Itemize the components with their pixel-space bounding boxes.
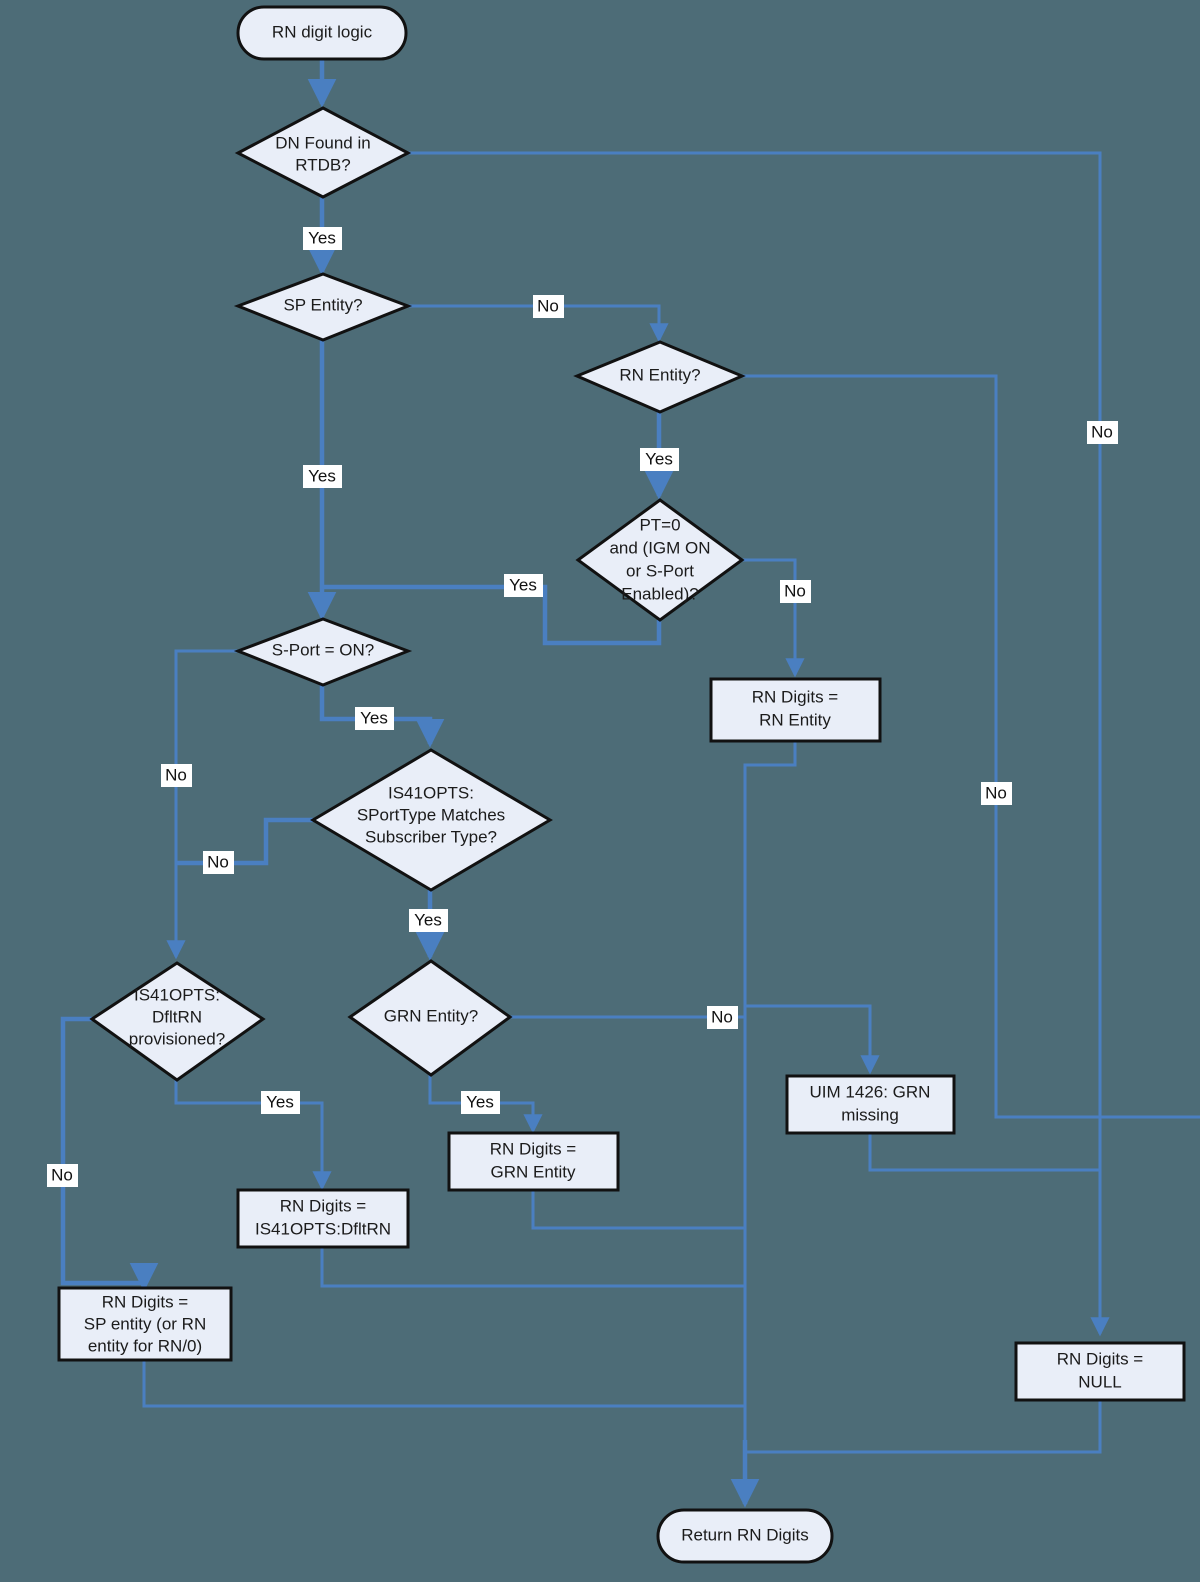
node-rn-digits-rn-entity[interactable]: RN Digits = RN Entity xyxy=(709,677,882,743)
node-rn-digits-null-line-0: RN Digits = xyxy=(1057,1349,1144,1368)
node-rn-digits-grn-entity-line-1: GRN Entity xyxy=(490,1162,576,1181)
edge-rn-entity-no xyxy=(742,374,1200,1119)
edge-label-rn-entity-no: No xyxy=(981,782,1012,805)
edge-label-pt-zero-no: No xyxy=(780,580,811,603)
node-rn-digits-dfltrn-line-0: RN Digits = xyxy=(280,1196,367,1215)
node-start[interactable]: RN digit logic xyxy=(236,5,408,61)
node-sporttype-match-line-2: Subscriber Type? xyxy=(365,827,497,846)
node-grn-entity-line-0: GRN Entity? xyxy=(384,1006,478,1025)
edge-label-pt-zero-no-text: No xyxy=(784,581,806,600)
edge-dfltrn-no xyxy=(60,1016,159,1292)
edge-label-sp-entity-no-text: No xyxy=(537,296,559,315)
node-uim-1426-line-1: missing xyxy=(841,1105,899,1124)
edge-rn-digits-sp-entity-out xyxy=(142,1360,745,1408)
edge-label-sp-entity-yes: Yes xyxy=(303,465,342,488)
edge-label-sport-on-no: No xyxy=(161,764,192,787)
node-sp-entity-line-0: SP Entity? xyxy=(283,295,362,314)
node-rn-digits-dfltrn[interactable]: RN Digits = IS41OPTS:DfltRN xyxy=(236,1188,410,1249)
node-rn-digits-grn-entity-line-0: RN Digits = xyxy=(490,1139,577,1158)
edge-label-grn-no-text: No xyxy=(711,1007,733,1026)
node-rn-digits-sp-entity-line-0: RN Digits = xyxy=(102,1292,189,1311)
node-grn-entity[interactable]: GRN Entity? xyxy=(347,959,513,1077)
edge-label-dn-found-no-text: No xyxy=(1091,422,1113,441)
node-rn-entity-line-0: RN Entity? xyxy=(619,365,700,384)
node-rn-digits-dfltrn-line-1: IS41OPTS:DfltRN xyxy=(255,1219,391,1238)
node-pt-zero-line-1: and (IGM ON xyxy=(609,538,710,557)
edge-label-pt-zero-yes-text: Yes xyxy=(509,575,537,594)
node-rn-digits-sp-entity-line-1: SP entity (or RN xyxy=(84,1314,207,1333)
node-dn-found-line-0: DN Found in xyxy=(275,133,370,152)
node-rn-digits-rn-entity-line-1: RN Entity xyxy=(759,710,831,729)
node-end[interactable]: Return RN Digits xyxy=(656,1508,834,1564)
edge-label-sport-on-yes: Yes xyxy=(355,707,394,730)
node-sporttype-match-line-0: IS41OPTS: xyxy=(388,783,474,802)
node-sp-entity[interactable]: SP Entity? xyxy=(233,272,413,342)
node-sport-on-line-0: S-Port = ON? xyxy=(272,640,375,659)
edge-rn-digits-null-out xyxy=(745,1400,1102,1454)
edge-pt-zero-no xyxy=(742,558,805,678)
node-rn-digits-rn-entity-line-0: RN Digits = xyxy=(752,687,839,706)
node-dfltrn-provisioned-line-1: DfltRN xyxy=(152,1007,202,1026)
node-sporttype-match-line-1: SPortType Matches xyxy=(357,805,505,824)
edge-label-rn-entity-yes-text: Yes xyxy=(645,449,673,468)
edge-rn-digits-dfltrn-out xyxy=(320,1247,745,1288)
edge-label-rn-entity-yes: Yes xyxy=(640,448,679,471)
node-dn-found-line-1: RTDB? xyxy=(295,155,350,174)
node-rn-entity[interactable]: RN Entity? xyxy=(573,340,746,414)
node-pt-zero-line-2: or S-Port xyxy=(626,561,694,580)
edge-label-grn-yes-text: Yes xyxy=(466,1092,494,1111)
edge-pt-zero-yes xyxy=(322,584,662,646)
edge-label-sporttype-no-text: No xyxy=(207,852,229,871)
node-dfltrn-provisioned-line-2: provisioned? xyxy=(129,1029,225,1048)
node-sport-on[interactable]: S-Port = ON? xyxy=(233,617,413,687)
node-end-line-0: Return RN Digits xyxy=(681,1525,809,1544)
edge-rn-digits-rn-entity-out xyxy=(743,741,797,1452)
edge-dfltrn-yes xyxy=(174,1080,332,1191)
edge-label-grn-no: No xyxy=(707,1006,738,1029)
node-uim-1426-line-0: UIM 1426: GRN xyxy=(810,1082,931,1101)
node-rn-digits-grn-entity[interactable]: RN Digits = GRN Entity xyxy=(447,1131,620,1192)
node-pt-zero-line-3: Enabled)? xyxy=(621,584,699,603)
edge-sp-entity-no xyxy=(408,304,669,343)
edge-label-dfltrn-yes: Yes xyxy=(261,1091,300,1114)
edge-label-rn-entity-no-text: No xyxy=(985,783,1007,802)
edge-label-sp-entity-no: No xyxy=(533,295,564,318)
edge-label-sport-on-yes-text: Yes xyxy=(360,708,388,727)
node-rn-digits-null-line-1: NULL xyxy=(1078,1372,1121,1391)
edge-rn-digits-grn-entity-out xyxy=(531,1190,745,1230)
node-start-line-0: RN digit logic xyxy=(272,22,373,41)
node-rn-digits-null[interactable]: RN Digits = NULL xyxy=(1014,1341,1186,1402)
edge-label-dn-found-no: No xyxy=(1087,421,1118,444)
edge-dn-found-no xyxy=(408,151,1110,1337)
edge-label-dfltrn-no: No xyxy=(47,1164,78,1187)
edge-label-sp-entity-yes-text: Yes xyxy=(308,466,336,485)
node-pt-zero[interactable]: PT=0 and (IGM ON or S-Port Enabled)? xyxy=(575,498,745,622)
node-uim-1426[interactable]: UIM 1426: GRN missing xyxy=(785,1074,956,1135)
edge-label-sporttype-yes-text: Yes xyxy=(414,910,442,929)
edge-label-sporttype-yes: Yes xyxy=(409,909,448,932)
edge-sport-on-no xyxy=(166,649,238,960)
node-dfltrn-provisioned-line-0: IS41OPTS: xyxy=(134,985,220,1004)
edge-label-sporttype-no: No xyxy=(203,851,234,874)
edge-label-sport-on-no-text: No xyxy=(165,765,187,784)
edge-grn-entity-no xyxy=(510,1004,880,1075)
node-rn-digits-sp-entity-line-2: entity for RN/0) xyxy=(88,1336,202,1355)
edge-label-dn-found-yes-text: Yes xyxy=(308,228,336,247)
edge-sporttype-no xyxy=(176,817,313,866)
edge-label-pt-zero-yes: Yes xyxy=(504,574,543,597)
edge-uim-1426-out xyxy=(868,1133,1100,1172)
edge-label-grn-yes: Yes xyxy=(461,1091,500,1114)
node-dn-found[interactable]: DN Found in RTDB? xyxy=(234,106,412,199)
edge-label-dfltrn-no-text: No xyxy=(51,1165,73,1184)
edge-label-dfltrn-yes-text: Yes xyxy=(266,1092,294,1111)
node-rn-digits-sp-entity[interactable]: RN Digits = SP entity (or RN entity for … xyxy=(57,1286,233,1362)
edge-label-dn-found-yes: Yes xyxy=(303,227,342,250)
node-sporttype-match[interactable]: IS41OPTS: SPortType Matches Subscriber T… xyxy=(310,748,553,892)
node-dfltrn-provisioned[interactable]: IS41OPTS: DfltRN provisioned? xyxy=(89,961,266,1082)
node-pt-zero-line-0: PT=0 xyxy=(639,515,680,534)
